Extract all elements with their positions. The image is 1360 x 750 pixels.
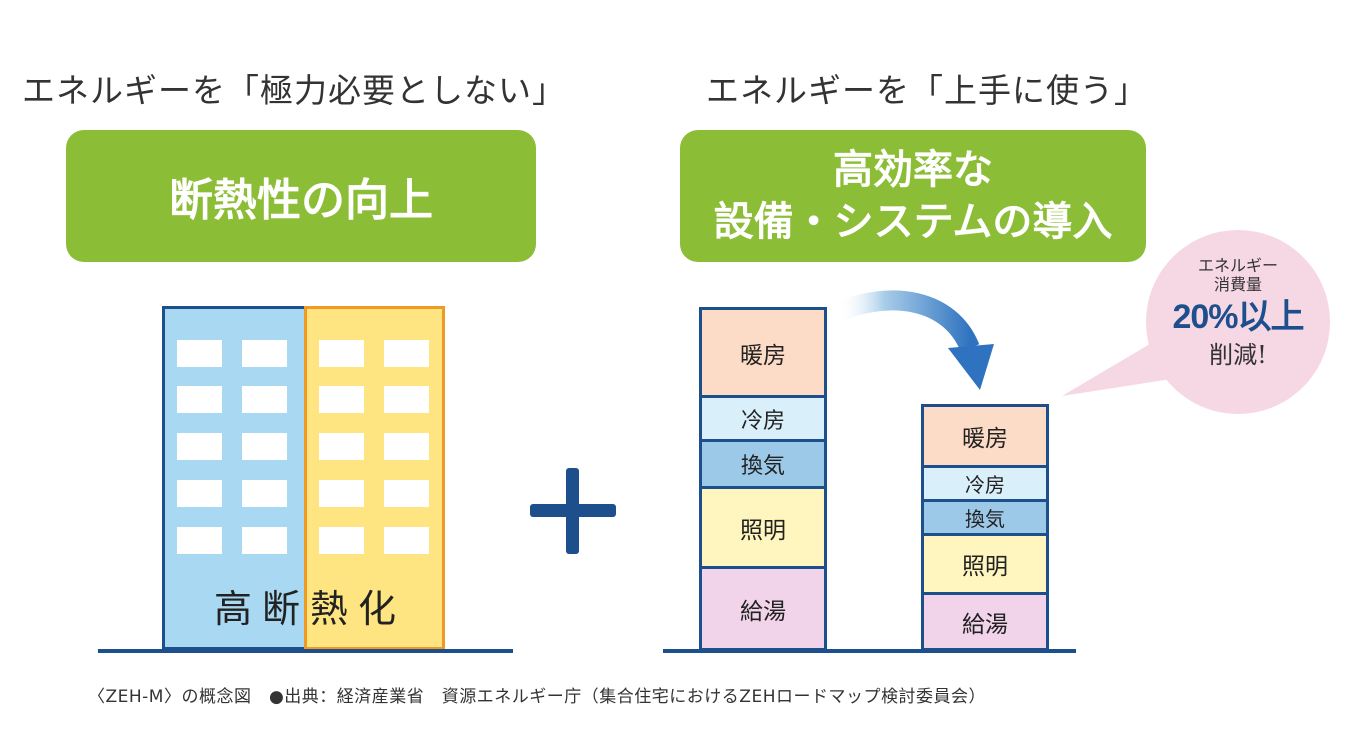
reduction-bubble-shape xyxy=(1062,230,1330,414)
insulation-box: 断熱性の向上 xyxy=(66,130,536,262)
window xyxy=(384,527,429,554)
before-ventilation: 換気 xyxy=(702,442,824,489)
window xyxy=(384,480,429,507)
window xyxy=(319,527,364,554)
plus-icon xyxy=(530,468,616,554)
window xyxy=(242,340,287,367)
right-ground-line xyxy=(663,649,1076,653)
reduction-bubble: エネルギー 消費量 20%以上 削減! xyxy=(1146,256,1330,370)
window xyxy=(242,527,287,554)
after-lighting: 照明 xyxy=(924,536,1046,595)
bubble-line1: エネルギー xyxy=(1197,256,1278,275)
equipment-box-line2: 設備・システムの導入 xyxy=(713,199,1113,245)
bubble-highlight: 20%以上 xyxy=(1172,298,1304,336)
before-lighting: 照明 xyxy=(702,489,824,569)
after-hot-water: 給湯 xyxy=(924,595,1046,648)
window xyxy=(319,340,364,367)
before-energy-stack: 暖房 冷房 換気 照明 給湯 xyxy=(699,307,827,651)
before-cooling: 冷房 xyxy=(702,398,824,442)
window xyxy=(242,433,287,460)
after-ventilation: 換気 xyxy=(924,502,1046,536)
window xyxy=(384,386,429,413)
building: 高断熱化 xyxy=(162,306,445,650)
after-cooling: 冷房 xyxy=(924,468,1046,502)
window xyxy=(177,386,222,413)
left-ground-line xyxy=(98,649,513,653)
window xyxy=(384,433,429,460)
window xyxy=(319,433,364,460)
window xyxy=(384,340,429,367)
window xyxy=(177,527,222,554)
bubble-line4: 削減! xyxy=(1209,341,1267,369)
plus-icon-vertical xyxy=(566,468,579,554)
window xyxy=(242,480,287,507)
window xyxy=(177,433,222,460)
window xyxy=(242,386,287,413)
left-heading: エネルギーを「極力必要としない」 xyxy=(22,71,566,110)
insulation-box-text: 断熱性の向上 xyxy=(169,175,433,226)
curved-arrow-icon xyxy=(834,290,994,390)
window xyxy=(319,386,364,413)
window xyxy=(319,480,364,507)
right-heading: エネルギーを「上手に使う」 xyxy=(706,71,1148,110)
equipment-box-line1: 高効率な xyxy=(833,147,993,193)
before-hot-water: 給湯 xyxy=(702,569,824,648)
after-energy-stack: 暖房 冷房 換気 照明 給湯 xyxy=(921,404,1049,651)
building-label: 高断熱化 xyxy=(214,587,407,631)
window xyxy=(177,340,222,367)
after-heating: 暖房 xyxy=(924,407,1046,468)
equipment-box: 高効率な 設備・システムの導入 xyxy=(680,130,1146,262)
source-caption: 〈ZEH-M〉の概念図 ●出典：経済産業省 資源エネルギー庁（集合住宅におけるZ… xyxy=(88,687,986,707)
bubble-line2: 消費量 xyxy=(1213,275,1262,294)
window xyxy=(177,480,222,507)
before-heating: 暖房 xyxy=(702,310,824,398)
building-top-edge xyxy=(162,306,304,309)
